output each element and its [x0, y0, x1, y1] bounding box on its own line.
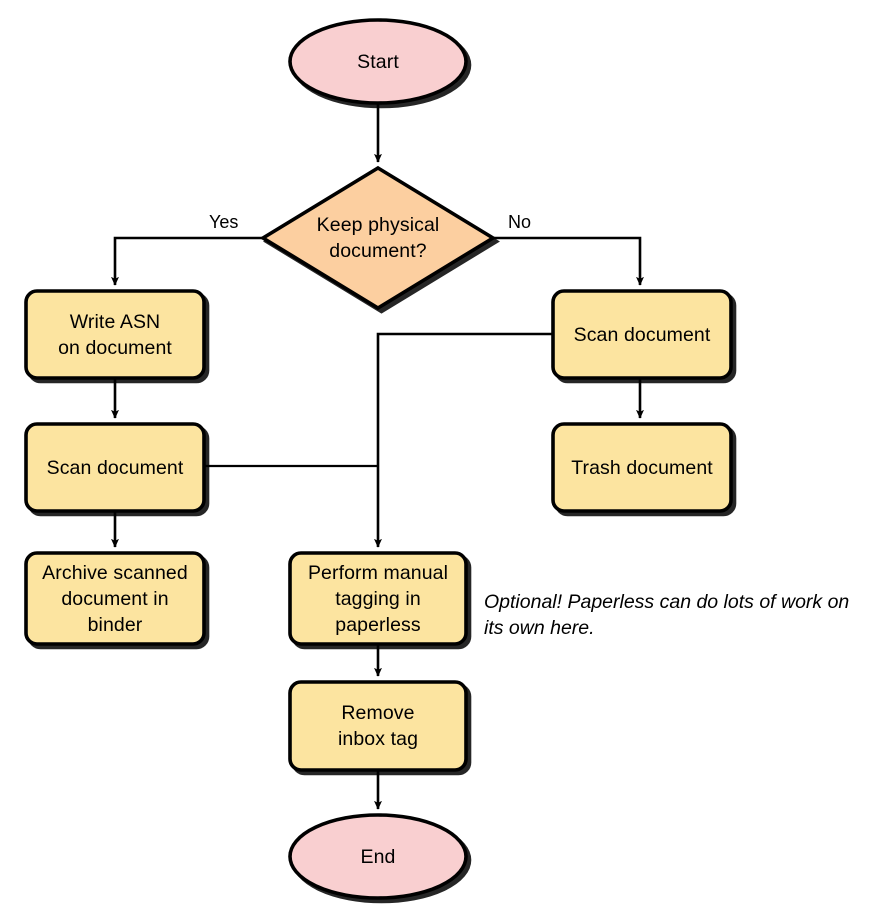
node-scan-document-right[interactable]: [551, 289, 733, 380]
node-perform-manual-tagging-in-paperless[interactable]: [288, 551, 468, 646]
node-archive-scanned-document-in-binder[interactable]: [24, 551, 206, 646]
node-start[interactable]: [288, 18, 468, 105]
edge-decision-no-to-scan-right: [493, 236, 644, 286]
node-scan-document-left[interactable]: [24, 422, 206, 513]
edge-scan-right-to-manual-tagging: [374, 332, 553, 548]
node-decision-keep-physical-document[interactable]: [259, 165, 497, 311]
node-write-asn-on-document[interactable]: [24, 289, 206, 380]
node-trash-document[interactable]: [551, 422, 733, 513]
node-end[interactable]: [288, 813, 468, 900]
node-remove-inbox-tag[interactable]: [288, 680, 468, 772]
edge-decision-yes-to-write-asn: [111, 236, 263, 286]
